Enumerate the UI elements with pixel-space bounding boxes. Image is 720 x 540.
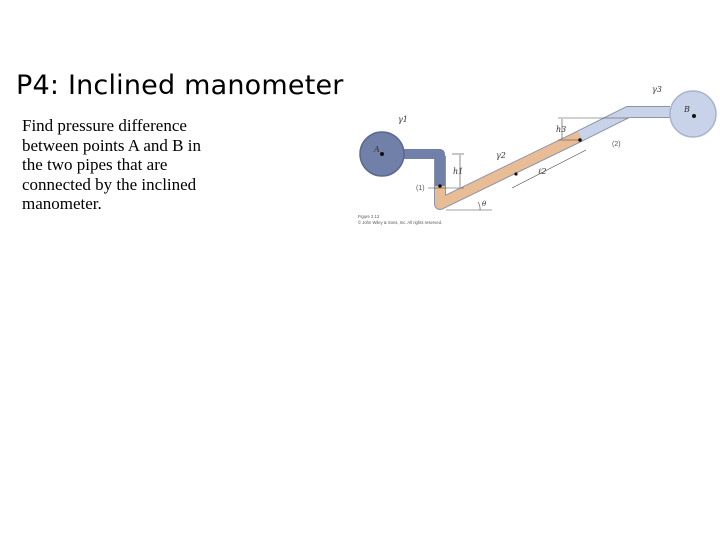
point-B-dot (692, 114, 696, 118)
label-h1: h1 (453, 167, 463, 176)
theta-arc (477, 201, 481, 211)
fluid-A-segment (392, 149, 445, 186)
label-l2: ℓ2 (538, 167, 546, 176)
slide-title: P4: Inclined manometer (16, 70, 344, 101)
pipe-B (669, 90, 717, 138)
label-gamma1: γ1 (398, 115, 408, 124)
marker-2: (2) (612, 141, 621, 148)
interface-point-1 (438, 184, 442, 188)
label-gamma2: γ2 (496, 151, 506, 160)
label-theta: θ (482, 200, 487, 208)
point-A-dot (380, 152, 384, 156)
problem-statement: Find pressure difference between points … (22, 116, 201, 213)
label-B: B (683, 105, 690, 114)
figure-caption-copyright: © John Wiley & Sons, Inc. All rights res… (358, 220, 442, 225)
gage-fluid-segment (435, 131, 583, 209)
l2-arrow (511, 149, 587, 189)
inclined-manometer-figure: A B γ1 γ2 γ3 h1 h3 ℓ2 θ (1) (2) Figure 2… (358, 85, 717, 225)
fluid-B-segment (577, 107, 682, 141)
marker-1: (1) (416, 185, 425, 192)
label-A: A (373, 145, 380, 154)
mid-point-gage (514, 172, 518, 176)
label-gamma3: γ3 (652, 85, 662, 94)
figure-caption-number: Figure 2.12 (358, 214, 380, 219)
interface-point-2 (578, 138, 582, 142)
label-h3: h3 (556, 125, 566, 134)
